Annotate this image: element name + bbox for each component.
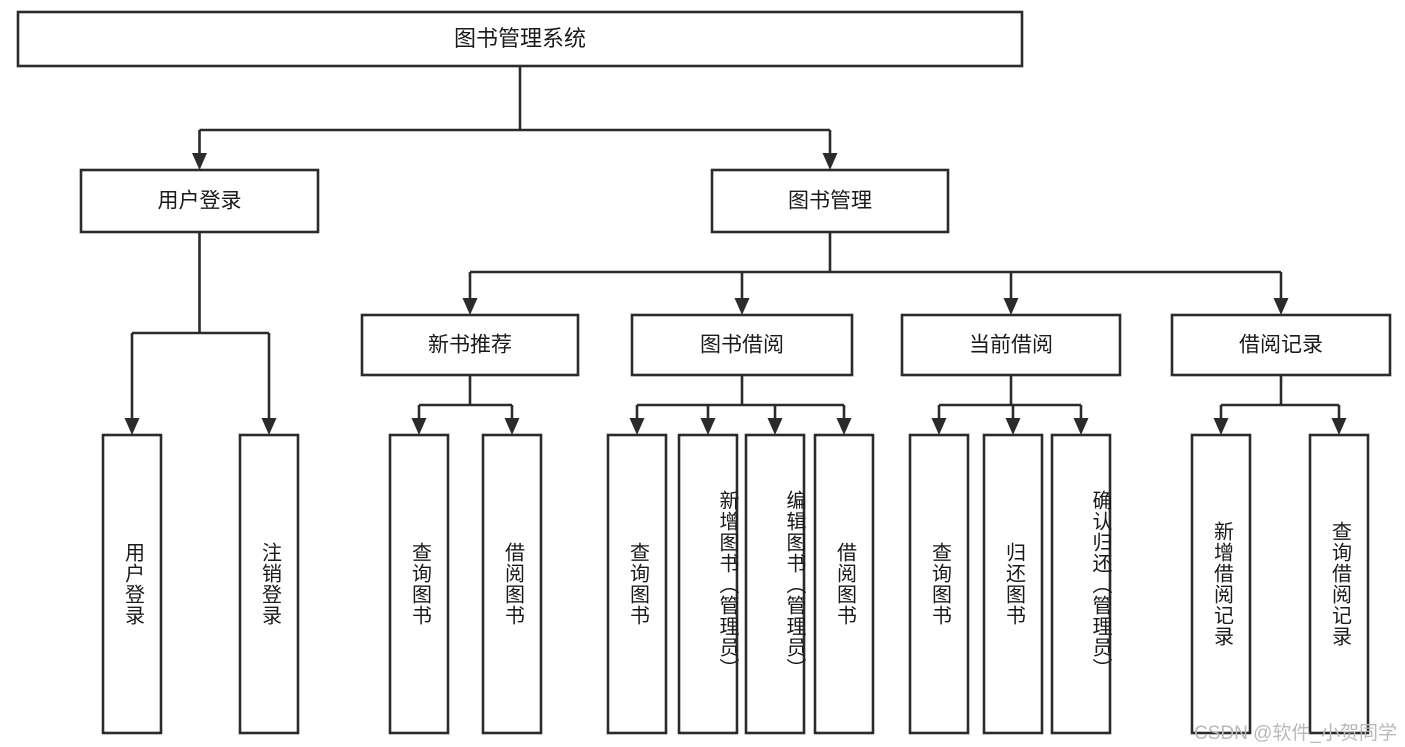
- leaf-box-user-login[interactable]: [101, 433, 163, 735]
- leaf-node-group: [101, 433, 1370, 735]
- node-borrow-record[interactable]: 借阅记录: [1170, 313, 1392, 377]
- leaf-box-edit-book[interactable]: [744, 433, 806, 735]
- node-borrow-record-label: 借阅记录: [1239, 334, 1323, 357]
- node-book-borrow-box[interactable]: [630, 313, 854, 377]
- arrow-head-leaf-add-book: [700, 418, 716, 435]
- arrow-head-leaf-confirm-return: [1073, 418, 1089, 435]
- leaf-box-add-book[interactable]: [677, 433, 739, 735]
- arrow-head-borrow-record: [1273, 298, 1289, 315]
- arrow-head-leaf-borrow-book-2: [836, 418, 852, 435]
- arrow-head-new-book-recommend: [462, 298, 478, 315]
- connector-group-book-borrow: [629, 375, 852, 435]
- leaf-box-borrow-book-1[interactable]: [481, 433, 543, 735]
- arrow-head-book-borrow: [734, 298, 750, 315]
- arrow-head-leaf-query-book-2: [629, 418, 645, 435]
- node-book-manage-label: 图书管理: [788, 190, 872, 213]
- node-book-manage[interactable]: 图书管理: [710, 168, 950, 234]
- node-root[interactable]: 图书管理系统: [16, 10, 1024, 68]
- connector-group-borrow-record: [1213, 375, 1347, 435]
- node-current-borrow[interactable]: 当前借阅: [900, 313, 1122, 377]
- node-new-book-recommend-label: 新书推荐: [428, 334, 512, 357]
- arrow-head-leaf-user-login: [124, 418, 140, 435]
- node-book-manage-box[interactable]: [710, 168, 950, 234]
- node-current-borrow-label: 当前借阅: [969, 334, 1053, 357]
- watermark-text: CSDN @软件_小贺同学: [1194, 723, 1397, 744]
- leaf-box-logout[interactable]: [238, 433, 300, 735]
- leaf-box-add-record[interactable]: [1190, 433, 1252, 735]
- node-user-login[interactable]: 用户登录: [79, 168, 320, 234]
- leaf-box-return-book[interactable]: [982, 433, 1044, 735]
- node-new-book-recommend-box[interactable]: [360, 313, 580, 377]
- arrow-head-leaf-borrow-book-1: [504, 418, 520, 435]
- connector-group-user-login: [124, 232, 277, 435]
- leaf-box-borrow-book-2[interactable]: [813, 433, 875, 735]
- leaf-box-query-record[interactable]: [1308, 433, 1370, 735]
- connector-group-root: [192, 66, 838, 170]
- node-root-box[interactable]: [16, 10, 1024, 68]
- connector-group-book-manage: [462, 232, 1289, 315]
- node-new-book-recommend[interactable]: 新书推荐: [360, 313, 580, 377]
- arrow-head-current-borrow: [1003, 298, 1019, 315]
- leaf-box-query-book-3[interactable]: [908, 433, 970, 735]
- arrow-head-leaf-query-book-3: [931, 418, 947, 435]
- arrow-head-leaf-query-book-1: [411, 418, 427, 435]
- node-root-label: 图书管理系统: [454, 26, 586, 51]
- node-borrow-record-box[interactable]: [1170, 313, 1392, 377]
- arrow-head-leaf-query-record: [1331, 418, 1347, 435]
- leaf-box-query-book-1[interactable]: [388, 433, 450, 735]
- arrow-head-user-login: [192, 153, 207, 170]
- arrow-head-leaf-logout: [261, 418, 277, 435]
- leaf-box-query-book-2[interactable]: [606, 433, 668, 735]
- node-book-borrow[interactable]: 图书借阅: [630, 313, 854, 377]
- node-book-borrow-label: 图书借阅: [700, 334, 784, 357]
- arrow-head-book-manage: [822, 153, 838, 170]
- connector-group-current-borrow: [931, 375, 1089, 435]
- leaf-box-confirm-return[interactable]: [1050, 433, 1112, 735]
- arrow-head-leaf-return-book: [1005, 418, 1021, 435]
- node-current-borrow-box[interactable]: [900, 313, 1122, 377]
- connector-group-new-book-recommend: [411, 375, 520, 435]
- arrow-head-leaf-add-record: [1213, 418, 1229, 435]
- arrow-head-leaf-edit-book: [767, 418, 783, 435]
- node-user-login-box[interactable]: [79, 168, 320, 234]
- node-user-login-label: 用户登录: [158, 190, 242, 213]
